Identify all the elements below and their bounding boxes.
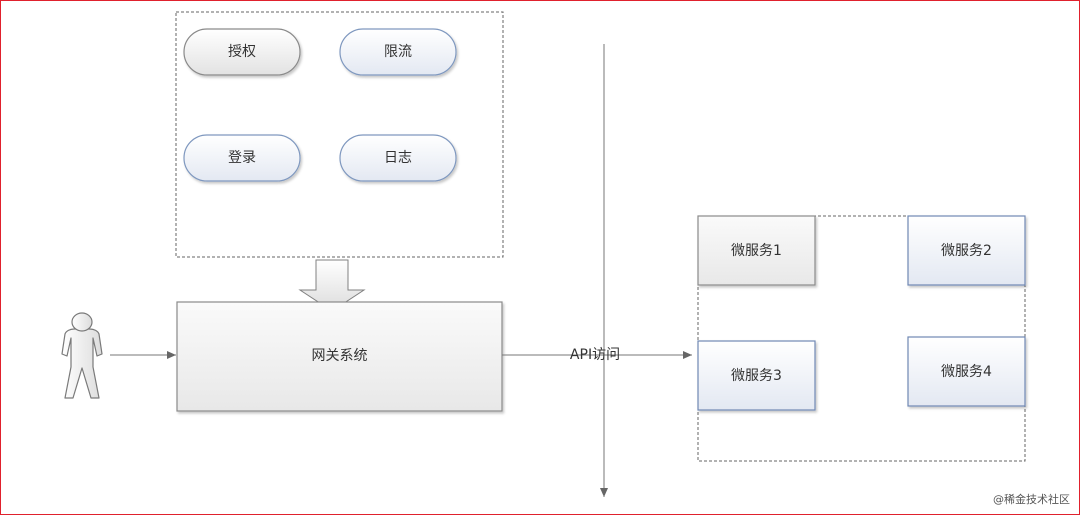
service-label-3: 微服务3 xyxy=(731,368,782,384)
feature-pill-login xyxy=(183,134,301,182)
person-icon xyxy=(61,312,103,399)
block-down-arrow xyxy=(298,259,366,312)
feature-group-container xyxy=(175,11,504,258)
feature-pill-log xyxy=(339,134,457,182)
gateway-box xyxy=(176,301,503,412)
feature-label-auth: 授权 xyxy=(228,44,256,60)
api-access-label: API访问 xyxy=(569,347,621,363)
services-container xyxy=(697,215,1026,462)
service-label-1: 微服务1 xyxy=(731,243,782,259)
service-box-4 xyxy=(907,336,1026,407)
service-box-2 xyxy=(907,215,1026,286)
gateway-label: 网关系统 xyxy=(311,348,368,364)
service-box-3 xyxy=(697,340,816,411)
service-box-1 xyxy=(697,215,816,286)
feature-label-login: 登录 xyxy=(228,150,256,166)
feature-pill-ratelimit xyxy=(339,28,457,76)
watermark: @稀金技术社区 xyxy=(993,493,1070,506)
service-label-2: 微服务2 xyxy=(941,243,992,259)
feature-pill-auth xyxy=(183,28,301,76)
service-label-4: 微服务4 xyxy=(941,364,992,380)
feature-label-ratelimit: 限流 xyxy=(384,44,412,60)
feature-label-log: 日志 xyxy=(384,150,412,166)
